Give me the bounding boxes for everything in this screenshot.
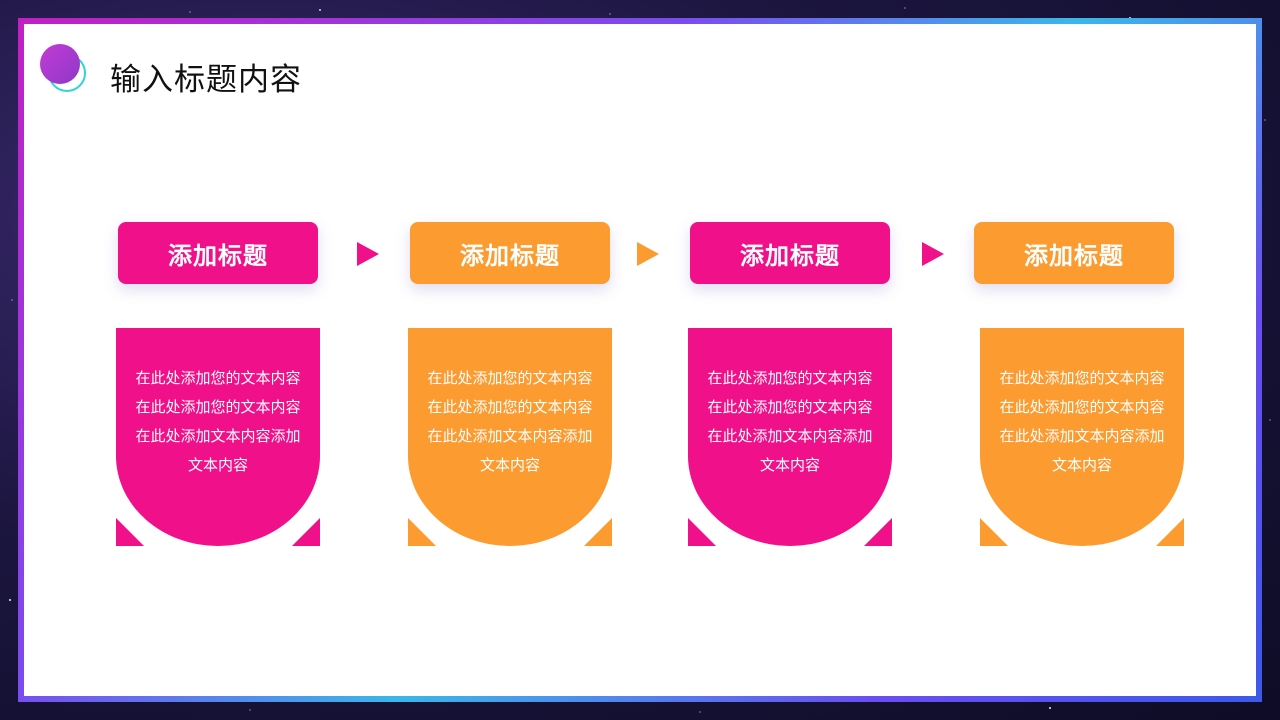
logo-dot <box>40 44 80 84</box>
step-4-description: 在此处添加您的文本内容在此处添加您的文本内容在此处添加文本内容添加文本内容 <box>999 369 1165 474</box>
step-2-body: 在此处添加您的文本内容在此处添加您的文本内容在此处添加文本内容添加文本内容 <box>408 328 612 546</box>
step-3-title: 添加标题 <box>690 222 890 284</box>
slide-frame: 输入标题内容 添加标题 在此处添加您的文本内容在此处添加您的文本内容在此处添加文… <box>18 18 1262 702</box>
step-2-title: 添加标题 <box>410 222 610 284</box>
page-title: 输入标题内容 <box>110 62 302 98</box>
step-4-corner-left <box>980 518 1008 546</box>
step-4-corner-right <box>1156 518 1184 546</box>
step-1-shape <box>116 328 320 546</box>
slide-card: 输入标题内容 添加标题 在此处添加您的文本内容在此处添加您的文本内容在此处添加文… <box>24 24 1256 696</box>
triangle-right-icon <box>357 242 379 266</box>
step-1-corner-right <box>292 518 320 546</box>
step-2-corner-right <box>584 518 612 546</box>
step-3-corner-left <box>688 518 716 546</box>
step-4-shape <box>980 328 1184 546</box>
step-3-description: 在此处添加您的文本内容在此处添加您的文本内容在此处添加文本内容添加文本内容 <box>707 369 873 474</box>
step-2-description: 在此处添加您的文本内容在此处添加您的文本内容在此处添加文本内容添加文本内容 <box>427 369 593 474</box>
step-2-shape <box>408 328 612 546</box>
step-1-body: 在此处添加您的文本内容在此处添加您的文本内容在此处添加文本内容添加文本内容 <box>116 328 320 546</box>
step-2-corner-left <box>408 518 436 546</box>
step-1-description: 在此处添加您的文本内容在此处添加您的文本内容在此处添加文本内容添加文本内容 <box>135 369 301 474</box>
step-1-title: 添加标题 <box>118 222 318 284</box>
logo-icon <box>40 44 96 100</box>
step-3-body: 在此处添加您的文本内容在此处添加您的文本内容在此处添加文本内容添加文本内容 <box>688 328 892 546</box>
step-4-title: 添加标题 <box>974 222 1174 284</box>
step-1-corner-left <box>116 518 144 546</box>
step-4-body: 在此处添加您的文本内容在此处添加您的文本内容在此处添加文本内容添加文本内容 <box>980 328 1184 546</box>
triangle-right-icon <box>637 242 659 266</box>
step-3-corner-right <box>864 518 892 546</box>
step-3-shape <box>688 328 892 546</box>
triangle-right-icon <box>922 242 944 266</box>
